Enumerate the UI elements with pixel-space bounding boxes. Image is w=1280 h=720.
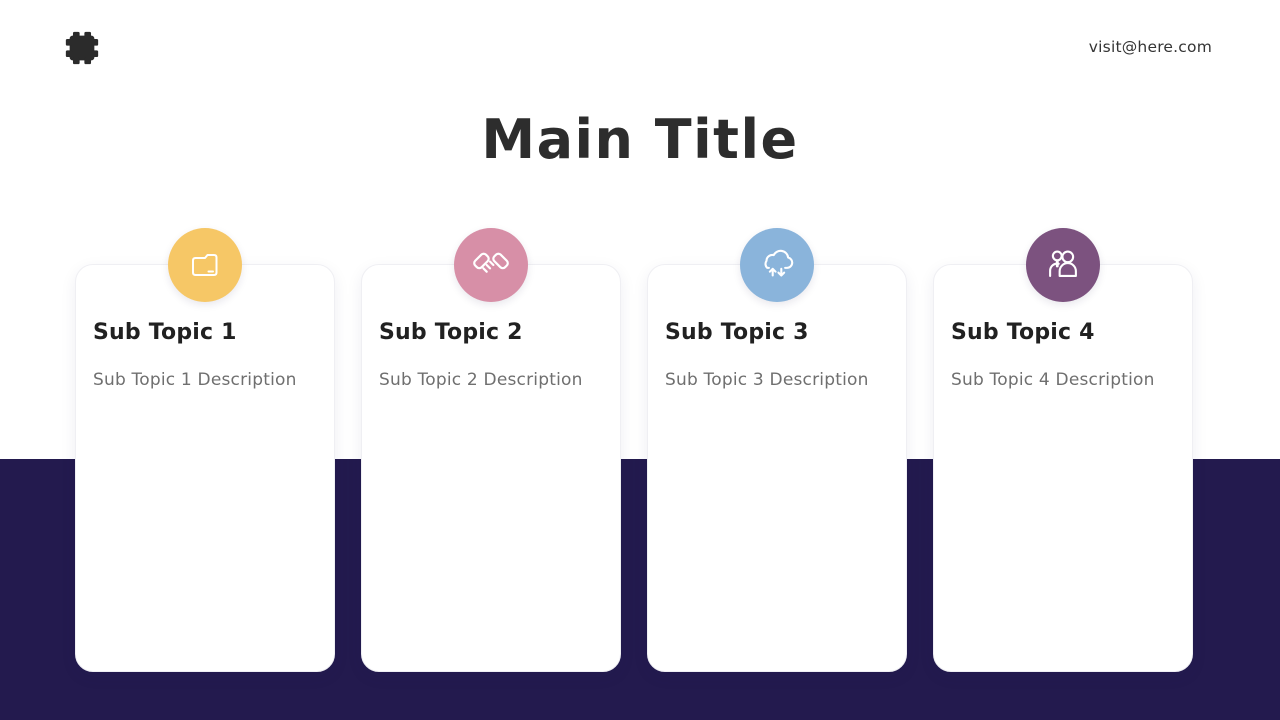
- card-sub-topic-1: Sub Topic 1 Sub Topic 1 Description: [75, 228, 335, 672]
- folder-icon: [192, 254, 218, 276]
- card-1-icon-circle: [168, 228, 242, 302]
- card-4-icon-circle: [1026, 228, 1100, 302]
- card-description: Sub Topic 3 Description: [665, 370, 869, 390]
- notched-square-logo-icon: [63, 29, 101, 67]
- users-icon: [1049, 250, 1077, 278]
- card-title: Sub Topic 3: [665, 320, 809, 345]
- cloud-sync-icon: [764, 249, 794, 277]
- card-description: Sub Topic 4 Description: [951, 370, 1155, 390]
- card-sub-topic-2: Sub Topic 2 Sub Topic 2 Description: [361, 228, 621, 672]
- card-2-icon-circle: [454, 228, 528, 302]
- card-description: Sub Topic 2 Description: [379, 370, 583, 390]
- card-title: Sub Topic 1: [93, 320, 237, 345]
- contact-email: visit@here.com: [1088, 38, 1212, 56]
- card-title: Sub Topic 2: [379, 320, 523, 345]
- card-sub-topic-4: Sub Topic 4 Sub Topic 4 Description: [933, 228, 1193, 672]
- card-3-icon-circle: [740, 228, 814, 302]
- card-description: Sub Topic 1 Description: [93, 370, 297, 390]
- handshake-icon: [473, 252, 509, 273]
- sub-topic-cards-row: Sub Topic 1 Sub Topic 1 Description Sub …: [75, 228, 1193, 672]
- page-title: Main Title: [481, 108, 799, 171]
- card-title: Sub Topic 4: [951, 320, 1095, 345]
- card-sub-topic-3: Sub Topic 3 Sub Topic 3 Description: [647, 228, 907, 672]
